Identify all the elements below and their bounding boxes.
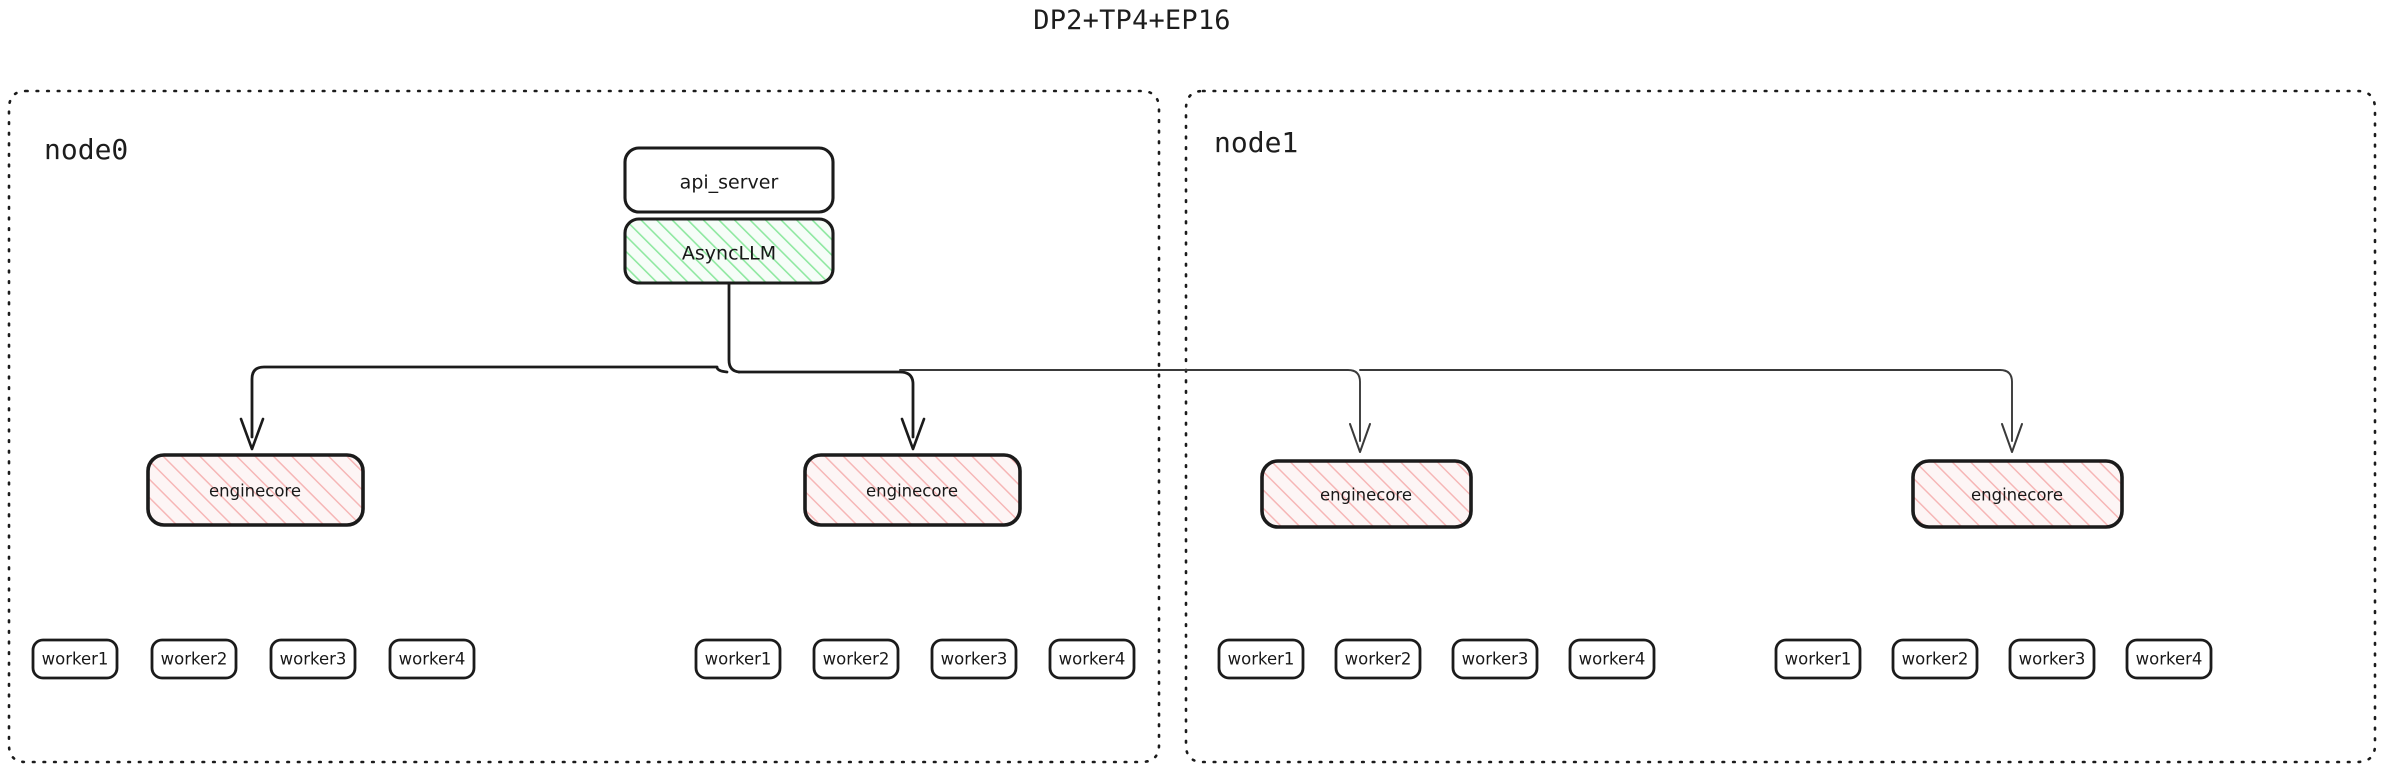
enginecore-box-node1-0[interactable]: enginecore [1260, 459, 1473, 529]
worker-label: worker4 [1579, 650, 1646, 669]
worker-box[interactable]: worker4 [1048, 638, 1136, 680]
node-group-node0: node0 [7, 89, 1161, 764]
enginecore-label: enginecore [1971, 486, 2063, 505]
worker-box[interactable]: worker3 [930, 638, 1018, 680]
worker-label: worker3 [2019, 650, 2086, 669]
enginecore-box-shape[interactable] [146, 453, 365, 527]
worker-box[interactable]: worker1 [694, 638, 782, 680]
node0-label: node0 [44, 133, 128, 166]
page-title: DP2+TP4+EP16 [1033, 5, 1230, 36]
worker-label: worker3 [941, 650, 1008, 669]
worker-label: worker1 [705, 650, 772, 669]
node1-label: node1 [1214, 126, 1298, 159]
worker-label: worker1 [42, 650, 109, 669]
worker-box-shape[interactable] [31, 638, 119, 680]
arrowhead-enginecore-0-0 [239, 417, 265, 451]
worker-box[interactable]: worker4 [2125, 638, 2213, 680]
worker-label: worker4 [399, 650, 466, 669]
worker-box-shape[interactable] [2125, 638, 2213, 680]
api-server-box-shape[interactable] [623, 146, 835, 214]
worker-label: worker3 [1462, 650, 1529, 669]
worker-group-node0-1: worker1 worker2 worker3 worker4 [694, 638, 1136, 680]
worker-box-shape[interactable] [269, 638, 357, 680]
worker-box-shape[interactable] [694, 638, 782, 680]
asyncllm-box[interactable]: AsyncLLM [623, 217, 835, 285]
worker-label: worker2 [1345, 650, 1412, 669]
enginecore-box-shape[interactable] [1911, 459, 2124, 529]
arrowhead-enginecore-1-1 [2001, 423, 2023, 453]
enginecore-label: enginecore [1320, 486, 1412, 505]
worker-box[interactable]: worker2 [1891, 638, 1979, 680]
worker-group-node1-1: worker1 worker2 worker3 worker4 [1774, 638, 2213, 680]
worker-box-shape[interactable] [1568, 638, 1656, 680]
enginecore-box-shape[interactable] [1260, 459, 1473, 529]
edge-bus-cross-node1-b [1359, 369, 2013, 442]
node-group-node1: node1 [1184, 89, 2377, 764]
worker-box[interactable]: worker1 [1774, 638, 1862, 680]
worker-label: worker4 [2136, 650, 2203, 669]
worker-box-shape[interactable] [1217, 638, 1305, 680]
worker-box-shape[interactable] [1334, 638, 1422, 680]
worker-label: worker1 [1228, 650, 1295, 669]
worker-box-shape[interactable] [930, 638, 1018, 680]
worker-group-node1-0: worker1 worker2 worker3 worker4 [1217, 638, 1656, 680]
edge-bus-cross-node1-a [899, 369, 1361, 442]
worker-group-node0-0: worker1 worker2 worker3 worker4 [31, 638, 476, 680]
api-server-label: api_server [680, 172, 779, 194]
node0-frame [7, 89, 1161, 764]
worker-box[interactable]: worker3 [269, 638, 357, 680]
worker-box-shape[interactable] [1891, 638, 1979, 680]
enginecore-label: enginecore [209, 482, 301, 501]
worker-box-shape[interactable] [2008, 638, 2096, 680]
worker-box[interactable]: worker2 [150, 638, 238, 680]
worker-box-shape[interactable] [150, 638, 238, 680]
worker-box-shape[interactable] [1048, 638, 1136, 680]
worker-box-shape[interactable] [812, 638, 900, 680]
worker-box[interactable]: worker1 [31, 638, 119, 680]
edge-bus-left [250, 365, 729, 439]
enginecore-box-shape[interactable] [803, 453, 1022, 527]
worker-label: worker2 [1902, 650, 1969, 669]
worker-box-shape[interactable] [388, 638, 476, 680]
worker-box[interactable]: worker3 [1451, 638, 1539, 680]
worker-box[interactable]: worker4 [1568, 638, 1656, 680]
worker-box[interactable]: worker3 [2008, 638, 2096, 680]
worker-label: worker1 [1785, 650, 1852, 669]
worker-label: worker4 [1059, 650, 1126, 669]
asyncllm-label: AsyncLLM [682, 243, 776, 265]
worker-box-shape[interactable] [1774, 638, 1862, 680]
edge-bus-right-node0 [737, 370, 915, 439]
worker-box[interactable]: worker4 [388, 638, 476, 680]
arrowhead-enginecore-1-0 [1349, 423, 1371, 453]
edge-asyncllm-to-bus [727, 282, 741, 374]
enginecore-box-node1-1[interactable]: enginecore [1911, 459, 2124, 529]
worker-label: worker2 [161, 650, 228, 669]
worker-box-shape[interactable] [1451, 638, 1539, 680]
worker-box[interactable]: worker2 [1334, 638, 1422, 680]
enginecore-box-node0-1[interactable]: enginecore [803, 453, 1022, 527]
api-server-box[interactable]: api_server [623, 146, 835, 214]
worker-box[interactable]: worker2 [812, 638, 900, 680]
asyncllm-box-shape[interactable] [623, 217, 835, 285]
arrowhead-enginecore-0-1 [900, 417, 926, 451]
enginecore-box-node0-0[interactable]: enginecore [146, 453, 365, 527]
enginecore-label: enginecore [866, 482, 958, 501]
worker-label: worker3 [280, 650, 347, 669]
worker-label: worker2 [823, 650, 890, 669]
worker-box[interactable]: worker1 [1217, 638, 1305, 680]
